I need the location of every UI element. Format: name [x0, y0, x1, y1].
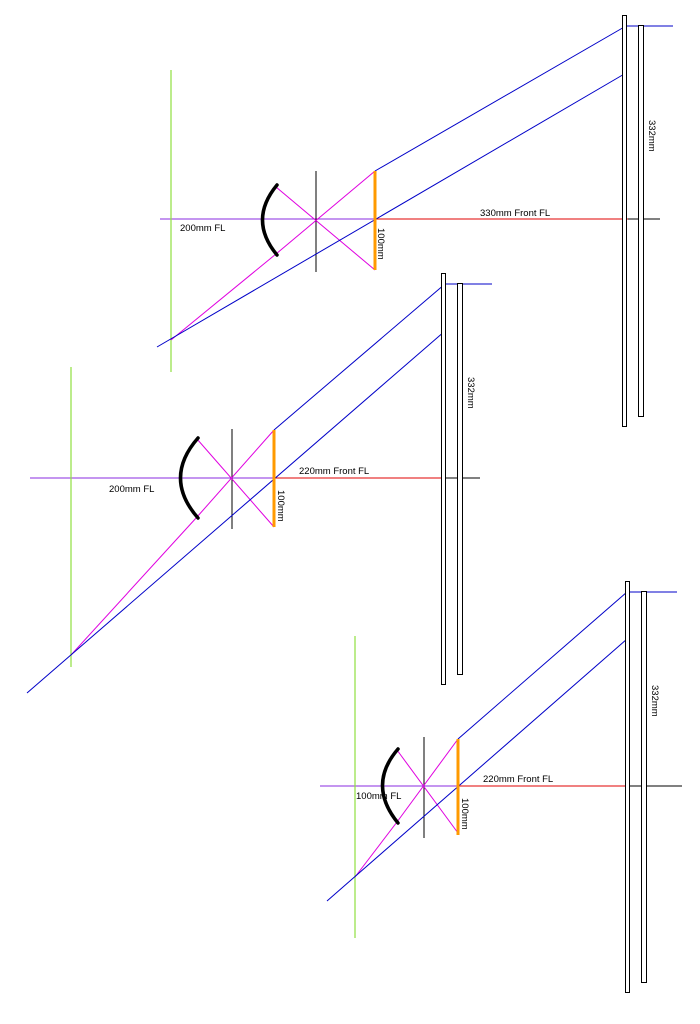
screen-height-label: 332mm — [649, 685, 660, 717]
screen-frame-inner — [641, 591, 647, 983]
screen-frame-outer — [622, 15, 627, 427]
setup-1: 200mm FL 330mm Front FL 100mm 332mm — [156, 15, 673, 427]
construction-ray — [396, 738, 459, 823]
screen-height-label: 332mm — [646, 120, 657, 152]
construction-ray — [354, 821, 398, 878]
construction-ray — [275, 170, 376, 255]
setup-3: 100mm FL 220mm Front FL 100mm 332mm — [320, 581, 682, 993]
screen-frame-inner — [457, 283, 463, 675]
mirror-arc — [380, 747, 400, 825]
mirror-arc — [260, 183, 279, 257]
focal-length-label: 200mm FL — [109, 484, 154, 495]
aperture-label: 100mm — [459, 798, 470, 830]
construction-ray — [196, 438, 275, 528]
setup-2: 200mm FL 220mm Front FL 100mm 332mm — [26, 273, 492, 694]
screen-frame-outer — [441, 273, 446, 685]
chief-ray-lower — [156, 72, 627, 348]
front-focal-length-label: 220mm Front FL — [299, 466, 369, 477]
screen-frame-outer — [625, 581, 630, 993]
front-focal-length-label: 220mm Front FL — [483, 774, 553, 785]
construction-ray — [70, 516, 198, 656]
screen-frame-inner — [638, 25, 644, 417]
chief-ray-upper — [457, 591, 628, 740]
aperture-label: 100mm — [275, 490, 286, 522]
front-focal-length-label: 330mm Front FL — [480, 208, 550, 219]
chief-ray-upper — [273, 283, 446, 431]
mirror-arc — [178, 436, 200, 520]
construction-ray — [196, 429, 275, 518]
construction-ray — [275, 186, 376, 271]
aperture-label: 100mm — [375, 228, 386, 260]
construction-ray — [170, 253, 277, 341]
chief-ray-lower — [326, 638, 628, 902]
construction-ray — [396, 749, 459, 834]
focal-length-label: 200mm FL — [180, 223, 225, 234]
chief-ray-upper — [374, 25, 627, 172]
screen-height-label: 332mm — [465, 377, 476, 409]
chief-ray-lower — [26, 330, 446, 694]
focal-length-label: 100mm FL — [356, 791, 401, 802]
